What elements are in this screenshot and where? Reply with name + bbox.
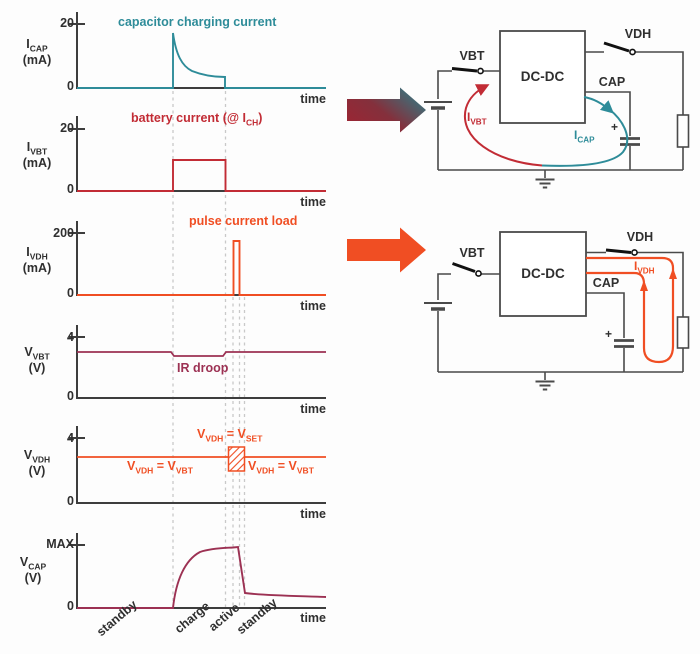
vvdh-time-label: time [300,507,326,521]
charging-cap-plus-sign: + [611,120,619,134]
ivdh-ylabel: IVDH [26,245,48,262]
ivbt-time-label: time [300,195,326,209]
flow-arrow-charging [347,87,426,133]
charging-vbt-switch-closed [451,67,484,75]
active-vdh-label: VDH [626,230,654,244]
icap-annotation: capacitor charging current [118,15,277,29]
active-circuit-wires [424,231,690,391]
charging-circuit-wires [424,30,690,189]
ivdh-time-label: time [300,299,326,313]
active-vbt-label: VBT [459,246,485,260]
icap-time-label: time [300,92,326,106]
vcap-waveform [77,545,327,609]
vcap-ylabel: VCAP [19,555,47,572]
vvbt-waveform [77,351,326,357]
flow-arrow-active [347,227,426,273]
ivbt-ytick: 20 [60,121,74,135]
charging-cap-label: CAP [598,75,626,89]
charging-vdh-label: VDH [624,27,652,41]
phase-guide-lines [172,91,246,608]
active-cap-label: CAP [592,276,620,290]
active-cap-plus-sign: + [605,327,613,341]
vvbt-origin: 0 [67,389,74,403]
vvbt-ytick: 4 [67,330,74,344]
charging-dcdc-label: DC-DC [520,69,565,84]
vset-hatched-region [227,446,246,472]
charging-vdh-switch-open [603,41,636,56]
icap-waveform [77,32,326,89]
vvbt-annotation: IR droop [177,361,229,375]
icap-ytick: 20 [60,16,74,30]
icap-current-arc [541,108,629,167]
ivdh-yunit: (mA) [22,261,52,275]
ivbt-current-arrow [463,84,543,167]
charging-vbt-label: VBT [459,49,485,63]
vvdh-vvbt-label-left: VVDH = VVBT [127,459,193,476]
ivdh-current-label: IVDH [634,259,655,276]
vvbt-ylabel: VVBT [24,345,50,362]
vvdh-yunit: (V) [28,464,46,478]
vvbt-time-label: time [300,402,326,416]
active-vdh-switch-closed [605,248,638,256]
ivbt-annotation: battery current (@ ICH) [131,111,263,128]
icap-origin: 0 [67,79,74,93]
vvdh-ytick: 4 [67,431,74,445]
icap-current-label: ICAP [574,128,595,145]
icap-current-arrow [583,96,614,114]
ivdh-waveform [77,240,326,296]
ivdh-ytick: 200 [53,226,74,240]
ivbt-yunit: (mA) [22,156,52,170]
ivbt-current-label: IVBT [467,110,487,127]
ivbt-waveform [77,159,326,192]
ivdh-annotation: pulse current load [189,214,298,228]
vvbt-yunit: (V) [28,361,46,375]
vvdh-vset-label: VVDH = VSET [197,427,263,444]
ivdh-origin: 0 [67,286,74,300]
vcap-time-label: time [300,611,326,625]
vvdh-ylabel: VVDH [23,448,51,465]
vvdh-vvbt-label-right: VVDH = VVBT [248,459,314,476]
ivdh-current-loop [586,256,677,364]
vvdh-origin: 0 [67,494,74,508]
icap-ylabel: ICAP [26,37,48,54]
ivbt-ylabel: IVBT [26,140,48,157]
active-vbt-switch-open [451,262,482,277]
vcap-yunit: (V) [24,571,42,585]
plot-axes [69,12,326,609]
ivbt-origin: 0 [67,182,74,196]
active-dcdc-label: DC-DC [521,266,565,281]
icap-yunit: (mA) [22,53,52,67]
vcap-origin: 0 [67,599,74,613]
vcap-ytick: MAX [46,537,74,551]
